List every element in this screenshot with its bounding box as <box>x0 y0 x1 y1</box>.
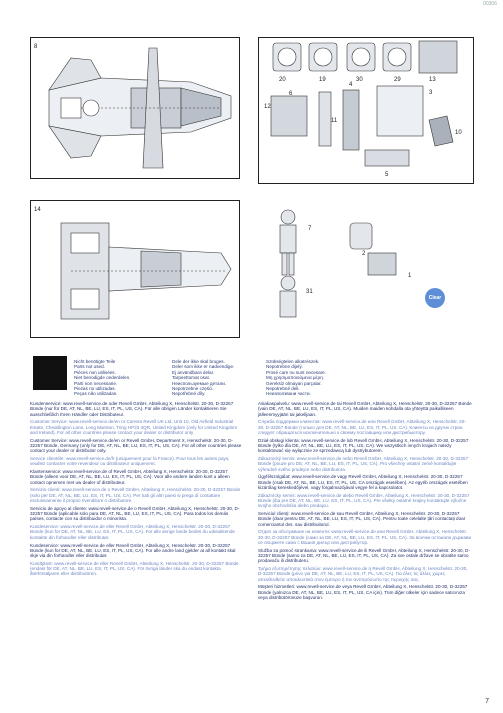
legend-line: Nepotrzebne części. <box>172 386 214 392</box>
service-paragraph: Kundeservice: www.revell-service.de elle… <box>30 542 236 559</box>
service-paragraph: Zákaznícky servis: www.revell-service.de… <box>258 492 470 509</box>
service-paragraph: Servicio de apoyo al cliente: www.revell… <box>30 505 240 522</box>
service-paragraph: Müşteri hizmetleri: www.revell-service.d… <box>258 584 468 600</box>
service-paragraph: Customer Service: www.revell-service.de/… <box>30 437 242 454</box>
unused-legend-col2: Dele der ikke skal bruges. Deler som ikk… <box>172 359 234 397</box>
unused-parts-swatch <box>33 356 67 390</box>
pilot-figure-drawing: 7 2 31 1 <box>279 209 412 318</box>
part-label-30: 30 <box>356 77 363 83</box>
legend-line: Pièces non utilisées. <box>74 369 116 375</box>
legend-line: Nepotrebne dijelý. <box>266 364 304 370</box>
legend-line: Ej användbara delar. <box>172 369 215 375</box>
part-label-7: 7 <box>308 226 312 232</box>
legend-line: Piezas no utilizadas. <box>74 386 116 392</box>
service-paragraph: Klantenservice: www.revell-service.de of… <box>30 469 230 485</box>
legend-line: Μη χρησιμοποιούμενα μέρη. <box>266 375 325 381</box>
legend-line: Szükségtelen alkatrészek. <box>266 359 320 364</box>
part-label-19: 19 <box>319 77 326 83</box>
step-number: 14 <box>34 207 41 213</box>
parts-assembly-drawing: 20 19 30 29 13 6 12 11 4 3 10 5 <box>264 40 462 178</box>
legend-line: Nepotřebné díly. <box>172 391 206 397</box>
legend-line: Неизползвани части. <box>266 391 311 397</box>
service-column-right: Asiakaspalvelu: www.revell-service.de ta… <box>258 401 472 603</box>
service-paragraph: Ügyfélszolgálat: www.revell-service.de v… <box>258 474 468 490</box>
step-panel-9: 20 19 30 29 13 6 12 11 4 3 10 5 <box>258 37 474 184</box>
service-paragraph: Serviciul clienți: www.revell-service.de… <box>258 511 466 527</box>
legend-line: Deler som ikke er nødvendige. <box>172 364 235 370</box>
part-label-29: 29 <box>394 77 401 83</box>
part-label-10: 10 <box>455 130 462 136</box>
service-paragraph: Τμήμα εξυπηρέτησης πελατών: www.revell-s… <box>258 566 468 582</box>
step-panel-14: 14 <box>30 200 240 338</box>
clear-color-badge: Clear <box>425 288 445 308</box>
part-label-13: 13 <box>429 77 436 83</box>
part-label-4: 4 <box>349 82 353 88</box>
part-label-5: 5 <box>385 172 389 178</box>
legend-line: Niet benodigde onderdelen. <box>74 375 131 381</box>
service-paragraph: Kundtjänst: www.revell-service.de eller … <box>30 560 239 577</box>
part-label-20: 20 <box>279 77 286 83</box>
service-paragraph: Služba za pomoć strankama: www.revell-se… <box>258 547 470 564</box>
service-paragraph: Отдел за обслужване на клиенти: www.reve… <box>258 529 472 545</box>
part-label-2: 2 <box>362 251 366 257</box>
corner-code: 00306 <box>483 1 497 7</box>
part-label-3: 3 <box>429 90 433 96</box>
legend-line: Nepotrebné deli. <box>266 386 300 392</box>
legend-line: Peças não utilizadas. <box>74 391 118 397</box>
service-paragraph: Servizio clienti: www.revell-service.de … <box>30 487 241 503</box>
pilot-figure-area: 7 2 31 1 Clear <box>258 195 472 330</box>
part-label-31: 31 <box>306 289 313 295</box>
legend-line: Prosé care nu sunt necesare. <box>266 369 327 375</box>
legend-line: Неиспользуемые детали. <box>172 380 227 386</box>
service-paragraph: Zákaznický servis: www.revell-service.de… <box>258 456 469 472</box>
unused-legend-col1: Nicht benötigte Teile Parts not used. Pi… <box>74 359 130 397</box>
service-paragraph: Служба поддержки клиентов: www.revell-se… <box>258 419 466 435</box>
step-number: 8 <box>34 44 38 50</box>
legend-line: Tarpeettomat osat. <box>172 375 211 381</box>
page-number: 7 <box>485 698 489 705</box>
service-paragraph: Asiakaspalvelu: www.revell-service.de ta… <box>258 401 472 417</box>
step-panel-8: 8 <box>30 37 240 179</box>
service-paragraph: Customer Service: www.revell-service.de/… <box>30 419 238 435</box>
part-label-12: 12 <box>264 104 271 110</box>
part-label-6: 6 <box>289 91 293 97</box>
cockpit-assembly-drawing <box>60 222 232 320</box>
unused-legend-col3: Szükségtelen alkatrészek. Nepotrebne dij… <box>266 359 326 397</box>
service-paragraph: Kundenservice: www.revell-service.de ode… <box>30 401 234 417</box>
part-label-1: 1 <box>408 273 412 279</box>
service-paragraph: Dział obsługi klienta: www.revell-servic… <box>258 437 469 454</box>
fuselage-assembly-drawing <box>48 47 232 169</box>
part-label-11: 11 <box>331 118 338 124</box>
service-paragraph: Kundeservice: www.revell-service.de elle… <box>30 524 235 540</box>
service-column-left: Kundenservice: www.revell-service.de ode… <box>30 401 242 579</box>
service-paragraph: Service clientèle: www.revell-service.de… <box>30 456 230 467</box>
legend-line: Nicht benötigte Teile <box>74 359 116 364</box>
legend-line: Parts not used. <box>74 364 105 370</box>
legend-line: Dele der ikke skal bruges. <box>172 359 225 364</box>
legend-line: Gereksiz olmayan parçalar. <box>266 380 322 386</box>
legend-line: Parti non necessarie. <box>74 380 118 386</box>
